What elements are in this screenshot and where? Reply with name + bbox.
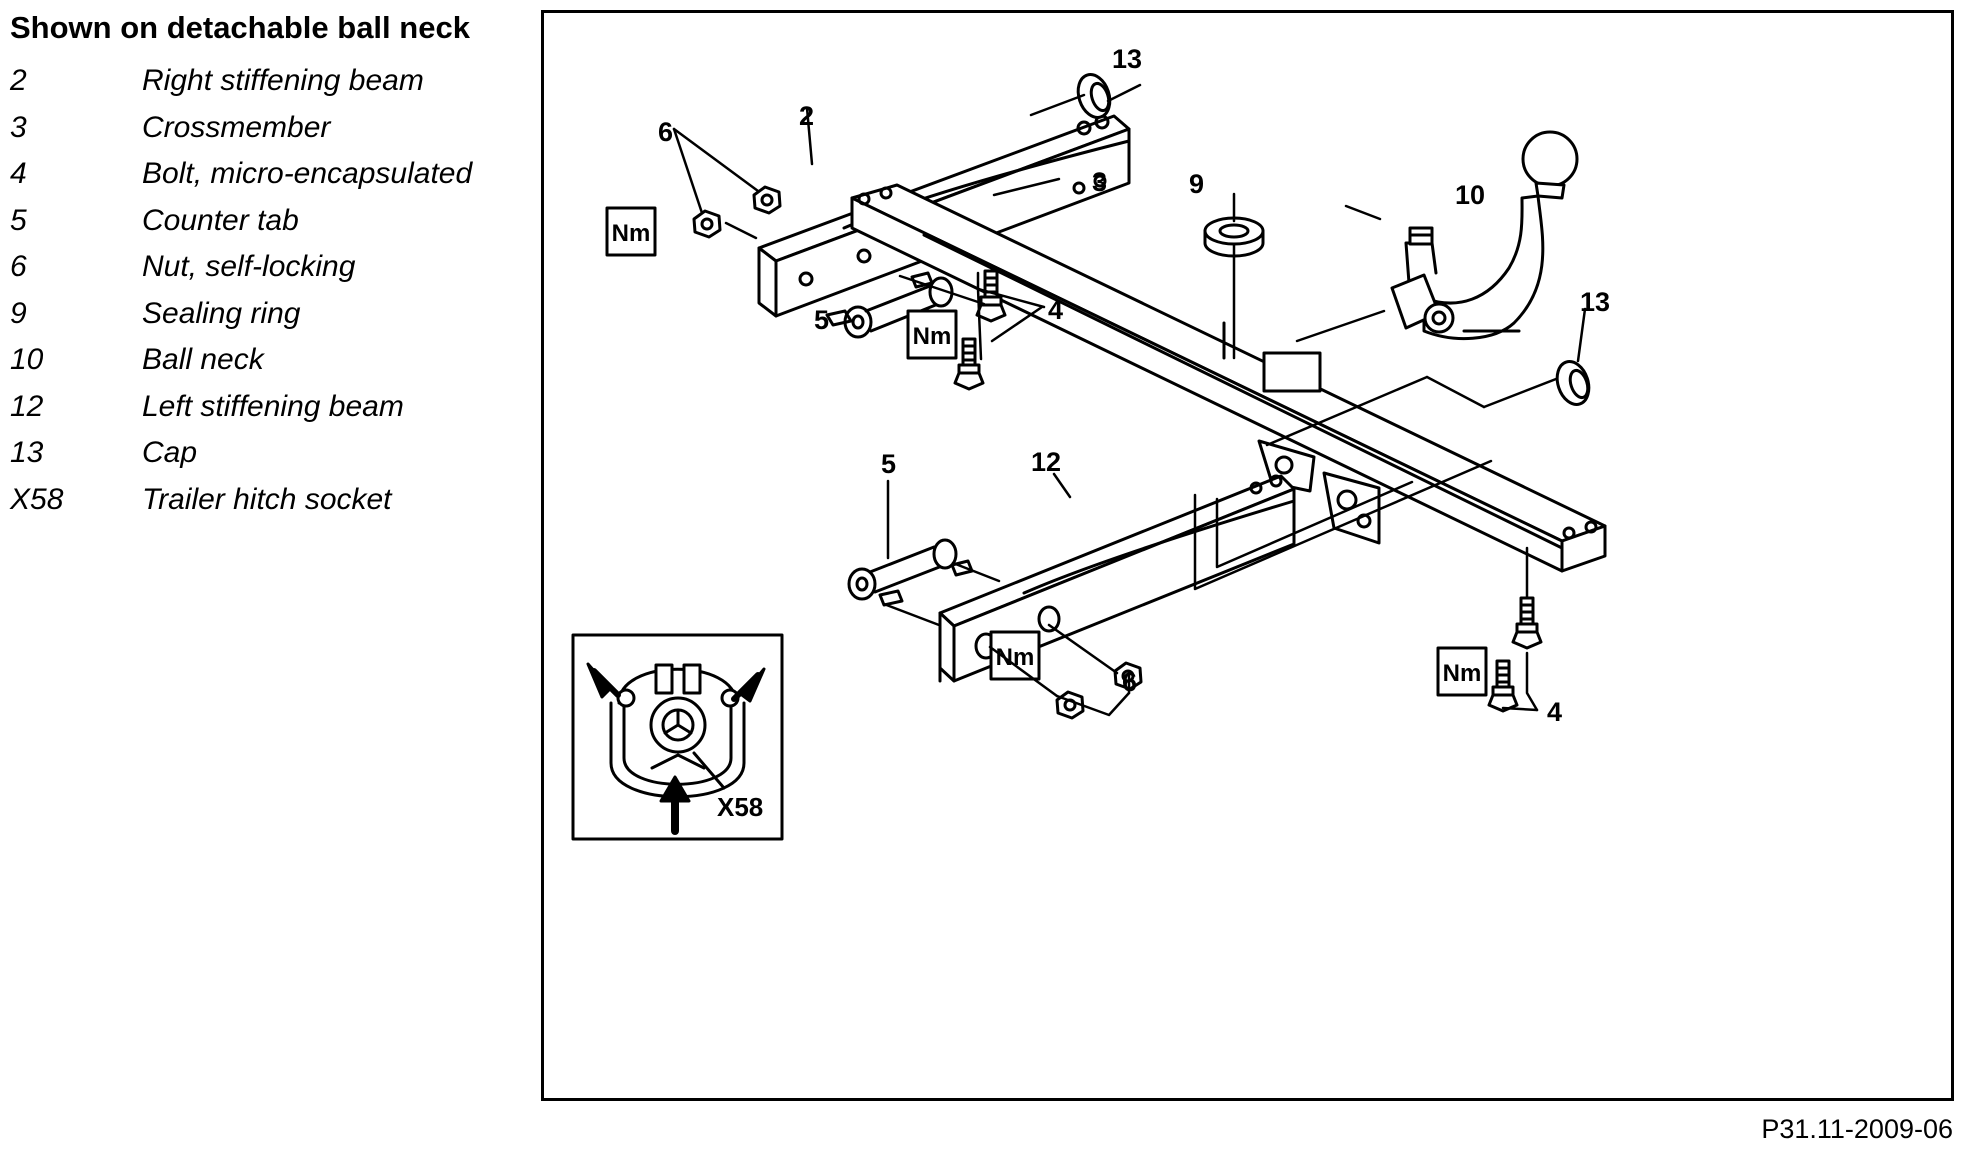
callout-5: 5 <box>814 305 829 335</box>
callout-10: 10 <box>1455 180 1485 210</box>
exploded-diagram: 2 3 4 4 5 5 6 6 9 10 12 13 13 X58 Nm Nm … <box>571 44 1610 841</box>
legend-item: 13 Cap <box>10 430 530 477</box>
legend-item: 12 Left stiffening beam <box>10 384 530 431</box>
callout-4: 4 <box>1547 697 1562 727</box>
legend-item-text: Left stiffening beam <box>142 389 404 423</box>
legend-item-number: 13 <box>10 436 44 470</box>
callout-2: 2 <box>799 101 814 131</box>
legend-item: X58 Trailer hitch socket <box>10 477 530 524</box>
inset-arrows <box>586 662 766 835</box>
exploded-diagram-frame: 2 3 4 4 5 5 6 6 9 10 12 13 13 X58 Nm Nm … <box>541 10 1954 1101</box>
callout-12: 12 <box>1031 447 1061 477</box>
callout-3: 3 <box>1092 167 1107 197</box>
callout-9: 9 <box>1189 169 1204 199</box>
torque-marker-label: Nm <box>913 323 952 350</box>
legend-item-number: X58 <box>10 482 64 516</box>
legend-item-text: Sealing ring <box>142 296 301 330</box>
callout-6: 6 <box>658 117 673 147</box>
ball-neck-part <box>1390 130 1579 341</box>
torque-box-frame <box>989 630 1041 681</box>
figure-code: P31.11-2009-06 <box>1761 1114 1953 1144</box>
legend-item-text: Right stiffening beam <box>142 64 424 98</box>
legend-item-text: Crossmember <box>142 110 331 144</box>
legend-item: 10 Ball neck <box>10 337 530 384</box>
legend-title: Shown on detachable ball neck <box>10 10 470 45</box>
torque-marker-label: Nm <box>996 644 1035 671</box>
callout-13: 13 <box>1112 44 1142 74</box>
callout-13: 13 <box>1580 287 1610 317</box>
legend-item-number: 5 <box>10 203 27 237</box>
legend-item: 9 Sealing ring <box>10 291 530 338</box>
legend-item-number: 12 <box>10 389 44 423</box>
counter-tab-upper-part <box>825 271 954 339</box>
parts-legend: Shown on detachable ball neck 2 Right sti… <box>10 10 530 523</box>
x58-socket-label: X58 <box>717 792 763 822</box>
micro-encapsulated-bolts-lower-part <box>1487 596 1543 713</box>
callout-4: 4 <box>1048 295 1063 325</box>
legend-item-number: 4 <box>10 157 27 191</box>
callout-6: 6 <box>1122 667 1137 697</box>
legend-item: 6 Nut, self-locking <box>10 244 530 291</box>
torque-box-frame <box>605 206 657 257</box>
legend-item: 2 Right stiffening beam <box>10 58 530 105</box>
legend-item-text: Trailer hitch socket <box>142 482 392 516</box>
cap-lower-part <box>1555 360 1591 406</box>
legend-item-number: 6 <box>10 250 27 284</box>
cap-upper-part <box>1076 73 1112 119</box>
torque-box-frame <box>906 309 958 360</box>
torque-marker-label: Nm <box>1443 660 1482 687</box>
crossmember-part <box>850 183 1607 573</box>
torque-marker-labels: Nm Nm Nm Nm <box>612 220 1482 687</box>
legend-item-text: Counter tab <box>142 203 299 237</box>
torque-box-frame <box>1436 646 1488 697</box>
legend-item: 5 Counter tab <box>10 198 530 245</box>
legend-item-number: 3 <box>10 110 27 144</box>
legend-item-number: 2 <box>10 64 27 98</box>
legend-item-text: Bolt, micro-encapsulated <box>142 157 473 191</box>
leader-lines <box>672 83 1587 717</box>
callout-labels: 2 3 4 4 5 5 6 6 9 10 12 13 13 X58 <box>658 44 1610 822</box>
legend-item-text: Cap <box>142 436 198 470</box>
counter-tab-lower-part <box>847 538 974 607</box>
callout-5: 5 <box>881 449 896 479</box>
micro-encapsulated-bolts-upper-part <box>953 269 1007 391</box>
legend-item-text: Nut, self-locking <box>142 250 356 284</box>
legend-item: 3 Crossmember <box>10 105 530 152</box>
self-locking-nuts-upper-part <box>692 185 782 239</box>
torque-marker-label: Nm <box>612 220 651 247</box>
legend-item: 4 Bolt, micro-encapsulated <box>10 151 530 198</box>
legend-item-number: 10 <box>10 343 44 377</box>
legend-item-number: 9 <box>10 296 27 330</box>
legend-item-text: Ball neck <box>142 343 264 377</box>
